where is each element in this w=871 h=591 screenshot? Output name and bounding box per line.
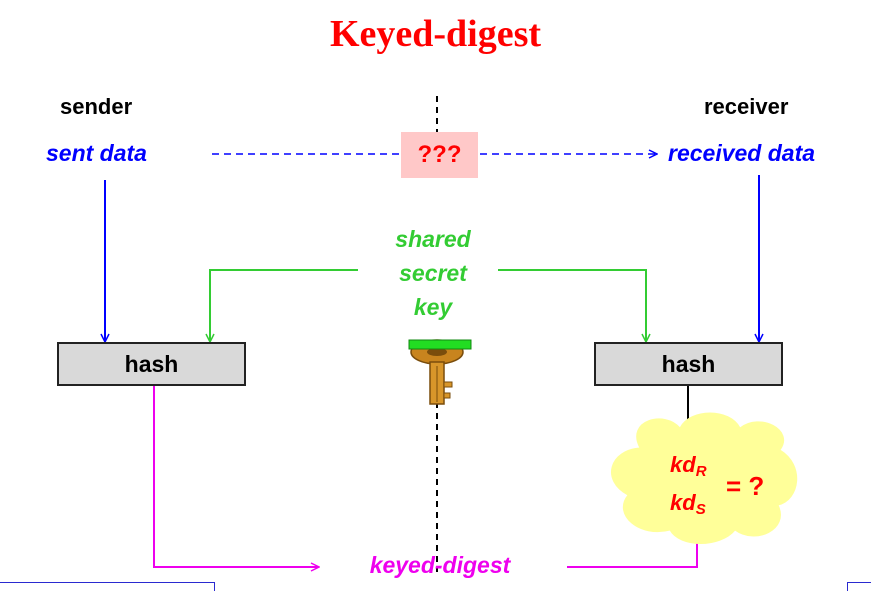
shared-key-line-3: key — [413, 294, 453, 320]
comparison-label: = ? — [726, 471, 765, 501]
kd-receiver-base: kd — [670, 452, 696, 477]
kd-receiver: kdR — [670, 452, 707, 480]
page-title: Keyed-digest — [329, 13, 542, 55]
shared-secret-key-label: shared secret key — [368, 222, 498, 324]
receiver-label: receiver — [704, 94, 789, 119]
receiver-hash-box: hash — [594, 342, 783, 386]
shared-key-line-1: shared — [395, 226, 471, 252]
kd-sender: kdS — [670, 490, 706, 518]
key-arrow-right — [498, 269, 646, 341]
key-icon — [408, 339, 472, 405]
kd-receiver-sub: R — [695, 463, 707, 480]
keyed-digest-label: keyed-digest — [369, 552, 511, 578]
footer-frame-right — [847, 582, 871, 591]
key-arrow-left — [210, 269, 358, 341]
shared-key-line-2: secret — [399, 260, 467, 286]
digest-arrow-left — [153, 385, 318, 567]
kd-sender-base: kd — [670, 490, 696, 515]
sender-label: sender — [60, 94, 133, 119]
kd-sender-sub: S — [695, 501, 706, 518]
unknown-channel-box: ??? — [401, 132, 478, 178]
sent-data-label: sent data — [46, 140, 147, 166]
footer-frame-left — [0, 582, 215, 591]
received-data-label: received data — [668, 140, 816, 166]
sender-hash-box: hash — [57, 342, 246, 386]
comparison-cloud — [610, 412, 798, 544]
